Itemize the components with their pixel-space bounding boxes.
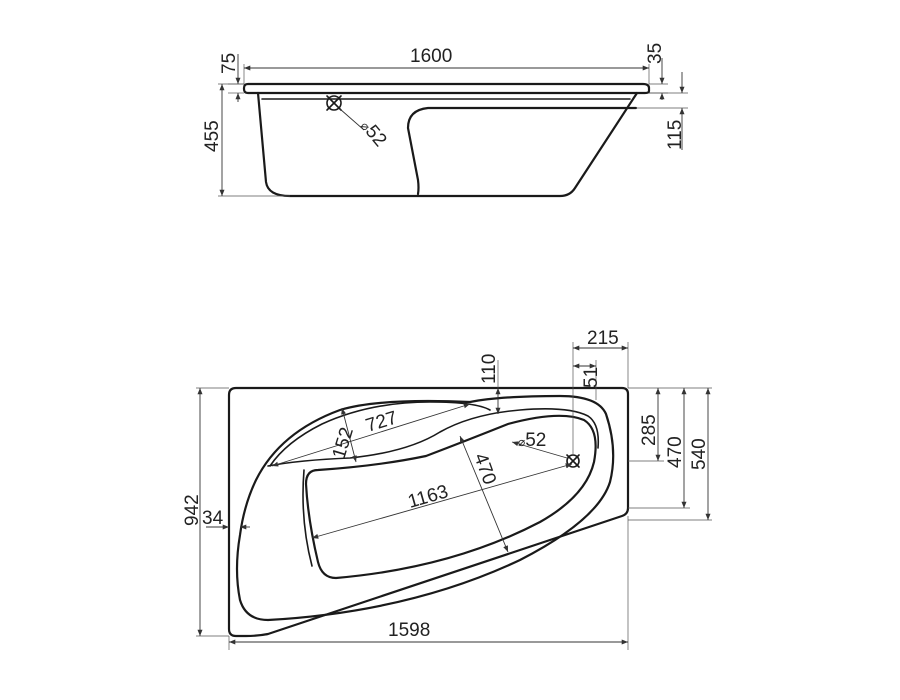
- top-outer-outline: [227, 386, 630, 638]
- side-step: [406, 106, 638, 196]
- dim-942-label: 942: [182, 494, 203, 526]
- dim-727-line: [271, 403, 471, 467]
- dim-455-label: 455: [202, 120, 223, 152]
- top-seat-shelf: [267, 408, 600, 467]
- dim-152-line: [341, 407, 357, 463]
- dim-727-label: 727: [363, 407, 399, 436]
- top-view: ⌀52 1598 942 34 110 215 51 285: [182, 328, 712, 650]
- dim-1163-line: [311, 463, 573, 539]
- top-inner-basin-floor: [302, 469, 313, 567]
- dim-1163-label: 1163: [406, 481, 451, 512]
- dim-540-label: 540: [689, 438, 710, 470]
- dim-51-label: 51: [581, 367, 602, 388]
- dim-110-label: 110: [479, 354, 500, 384]
- dim-75-label: 75: [219, 53, 240, 74]
- side-body: [256, 91, 639, 198]
- dim-inner-470-label: 470: [469, 451, 500, 488]
- side-drain: [326, 95, 365, 131]
- side-drain-label: ⌀52: [356, 116, 390, 151]
- dim-152-label: 152: [329, 425, 358, 461]
- dim-34-label: 34: [202, 508, 224, 529]
- dim-inner-470-line: [459, 435, 509, 553]
- side-view: ⌀52 1600 75 455 35 115: [202, 43, 688, 198]
- side-rim: [242, 82, 651, 95]
- dim-35-label: 35: [645, 43, 666, 64]
- dim-285-label: 285: [639, 414, 660, 446]
- dim-215-label: 215: [587, 328, 619, 349]
- dim-1600-label: 1600: [410, 46, 452, 67]
- dim-115-label: 115: [665, 120, 686, 150]
- dim-470-label: 470: [665, 436, 686, 468]
- dim-1598-label: 1598: [388, 620, 430, 641]
- top-drain-label: ⌀52: [518, 430, 546, 451]
